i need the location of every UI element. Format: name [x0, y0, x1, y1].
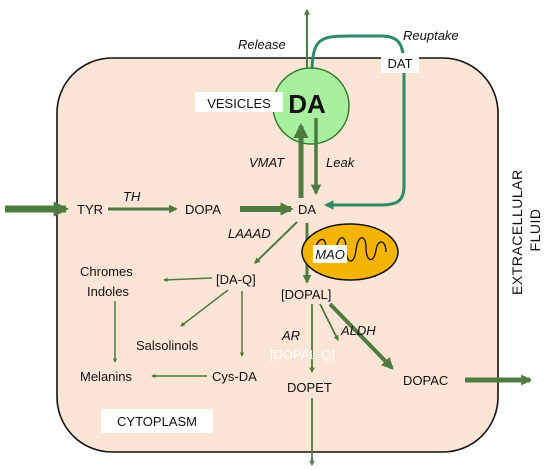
release-label: Release: [238, 37, 286, 52]
extracellular-line1: EXTRACELLULAR: [509, 169, 525, 295]
dopal-to-dopalq-arrow: [319, 303, 339, 341]
tyr-label: TYR: [77, 202, 103, 217]
th-label: TH: [123, 189, 141, 204]
aldh-label: ALDH: [340, 323, 376, 338]
vesicles-box: [195, 92, 283, 112]
chromes-label: Chromes: [80, 264, 133, 279]
reuptake-label: Reuptake: [403, 28, 459, 43]
dopet-label: DOPET: [287, 380, 332, 395]
mitochondrion: [301, 223, 399, 281]
mao-label: MAO: [315, 247, 345, 262]
daq-label: [DA-Q]: [216, 272, 256, 287]
da-to-daq-arrow: [254, 221, 298, 264]
da-label: DA: [298, 202, 316, 217]
leak-label: Leak: [326, 155, 356, 170]
indoles-label: Indoles: [87, 284, 129, 299]
dopal-label: [DOPAL]: [281, 287, 331, 302]
dat-box: [381, 53, 419, 73]
mao-box: [313, 245, 347, 263]
melanins-label: Melanins: [80, 369, 133, 384]
extracellular-line2: FLUID: [527, 209, 543, 252]
salsolinols-label: Salsolinols: [136, 338, 199, 353]
dat-label: DAT: [387, 56, 412, 71]
dopalq-label: [DOPAL-Q]: [270, 347, 335, 362]
ar-label: AR: [281, 328, 300, 343]
daq-to-chromes-arrow: [163, 277, 213, 283]
reuptake-track: [310, 34, 406, 210]
cytoplasm-box: [101, 409, 213, 433]
laaad-label: LAAAD: [228, 226, 271, 241]
extracellular-label: EXTRACELLULAR FLUID: [509, 165, 543, 295]
vmat-label: VMAT: [249, 155, 285, 170]
daq-to-salsolinols-arrow: [180, 289, 229, 327]
cytoplasm-label: CYTOPLASM: [117, 414, 197, 429]
cell-membrane: [56, 57, 499, 453]
dopa-label: DOPA: [185, 202, 221, 217]
dopal-to-dopac-arrow: [328, 302, 394, 370]
cysda-label: Cys-DA: [212, 369, 257, 384]
vesicle-da-label: DA: [288, 89, 326, 119]
vesicles-label: VESICLES: [207, 96, 271, 111]
dopac-label: DOPAC: [403, 373, 448, 388]
